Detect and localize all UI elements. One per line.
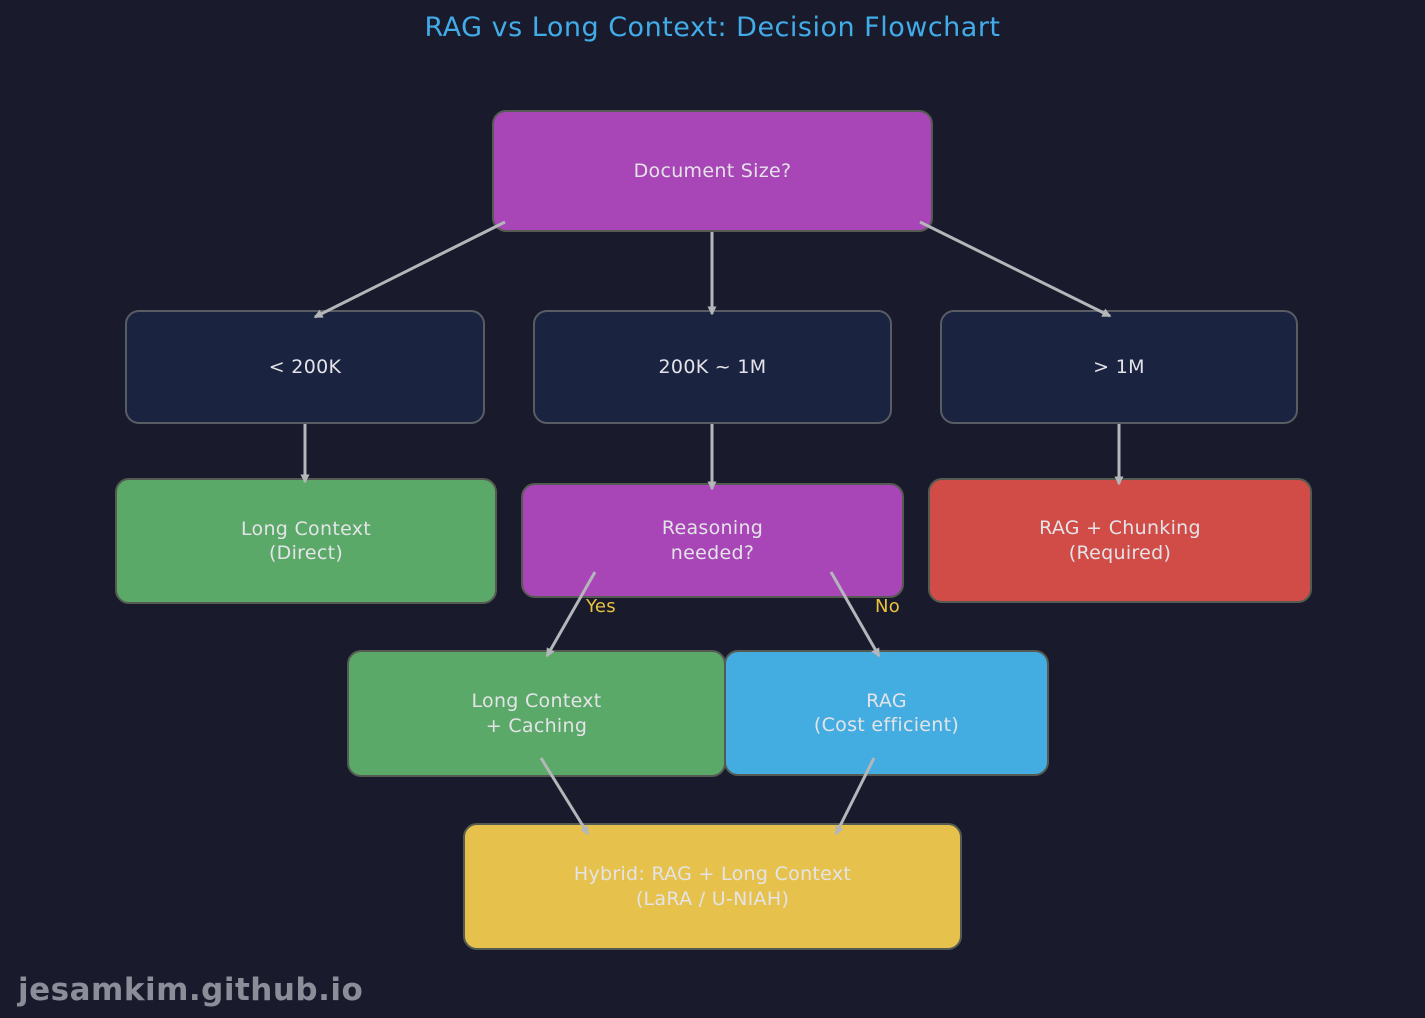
edge-label-no: No — [875, 596, 901, 617]
node-document-size: Document Size? — [492, 110, 933, 232]
page-title: RAG vs Long Context: Decision Flowchart — [424, 12, 1001, 43]
edge-label-yes: Yes — [586, 596, 616, 617]
site-watermark: jesamkim.github.io — [18, 972, 364, 1008]
node-gt-1m: > 1M — [940, 310, 1298, 424]
node-rag-cost-efficient: RAG (Cost efficient) — [724, 650, 1049, 776]
node-200k-to-1m: 200K ~ 1M — [533, 310, 892, 424]
node-reasoning-needed: Reasoning needed? — [521, 483, 904, 598]
node-rag-chunking: RAG + Chunking (Required) — [928, 478, 1312, 603]
node-long-context-caching: Long Context + Caching — [347, 650, 726, 777]
node-lt-200k: < 200K — [125, 310, 485, 424]
node-hybrid: Hybrid: RAG + Long Context (LaRA / U-NIA… — [463, 823, 962, 950]
node-long-context-direct: Long Context (Direct) — [115, 478, 497, 604]
